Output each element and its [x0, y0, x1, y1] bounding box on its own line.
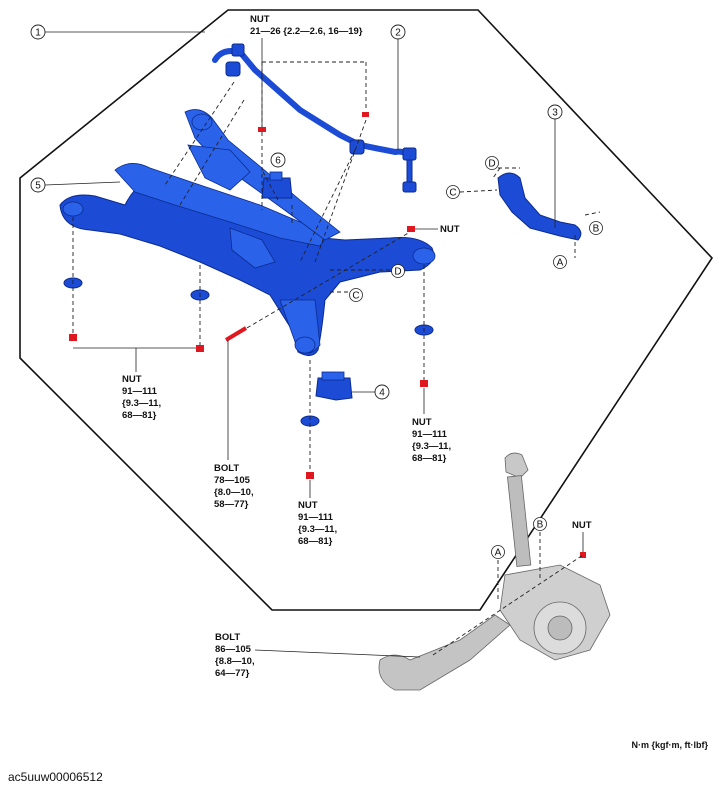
nut-marker: [69, 334, 77, 341]
control-arm-part-3: [497, 172, 582, 241]
svg-text:2: 2: [395, 28, 401, 39]
nut-marker: [407, 226, 415, 232]
svg-text:{8.0—10,: {8.0—10,: [214, 487, 254, 498]
ref-C-frame: C: [352, 291, 359, 302]
ref-A-knuckle: A: [495, 548, 502, 559]
svg-text:NUT: NUT: [298, 500, 318, 511]
ref-A-arm: A: [557, 258, 564, 269]
nut-marker: [258, 127, 266, 132]
svg-text:64—77}: 64—77}: [215, 668, 250, 679]
bolt-marker: [224, 326, 248, 342]
stabilizer-link-part: [402, 147, 417, 193]
bracket-part-6: [261, 171, 293, 199]
callout-4: 4: [352, 384, 390, 400]
bushing-part-4: [315, 371, 353, 401]
torque-nut-right-small: NUT: [415, 224, 460, 235]
crossmember-part: [59, 109, 436, 356]
stabilizer-bar-part: [212, 43, 413, 161]
svg-text:91—111: 91—111: [298, 512, 334, 523]
callout-6: 6: [270, 152, 286, 168]
svg-text:4: 4: [379, 388, 385, 399]
nut-marker: [306, 472, 314, 479]
svg-text:3: 3: [552, 108, 558, 119]
torque-nut-knuckle: NUT: [572, 520, 592, 552]
svg-text:NUT: NUT: [250, 14, 270, 25]
assembly-frame: [19, 9, 714, 611]
torque-nut-center: NUT 91—111 {9.3—11, 68—81}: [298, 480, 337, 547]
callout-2: 2: [390, 24, 406, 150]
ref-D-frame: D: [394, 267, 401, 278]
svg-text:NUT: NUT: [412, 417, 432, 428]
svg-text:68—81}: 68—81}: [298, 536, 333, 547]
svg-text:91—111: 91—111: [122, 386, 158, 397]
svg-text:86—105: 86—105: [215, 644, 252, 655]
knuckle-assembly: [378, 452, 611, 691]
svg-text:BOLT: BOLT: [215, 632, 240, 643]
nut-marker: [362, 112, 369, 117]
nut-marker: [196, 345, 204, 352]
ref-C-arm: C: [449, 188, 456, 199]
ref-B-knuckle: B: [537, 520, 544, 531]
svg-text:78—105: 78—105: [214, 475, 251, 486]
callout-3: 3: [547, 104, 563, 228]
torque-bolt-bottom: BOLT 86—105 {8.8—10, 64—77}: [215, 632, 421, 679]
svg-text:{9.3—11,: {9.3—11,: [298, 524, 337, 535]
nut-marker: [420, 380, 428, 387]
ref-B-arm: B: [593, 224, 600, 235]
mount-washers: [63, 277, 434, 427]
nut-marker: [580, 552, 586, 558]
svg-text:91—111: 91—111: [412, 429, 448, 440]
callout-1: 1: [30, 24, 205, 40]
svg-text:5: 5: [35, 181, 41, 192]
units-note: N·m {kgf·m, ft·lbf}: [632, 740, 709, 750]
svg-text:68—81}: 68—81}: [412, 453, 447, 464]
svg-text:{9.3—11,: {9.3—11,: [412, 441, 451, 452]
svg-text:BOLT: BOLT: [214, 463, 239, 474]
svg-text:{9.3—11,: {9.3—11,: [122, 398, 161, 409]
ref-D-arm: D: [488, 159, 495, 170]
torque-nut-top: NUT 21—26 {2.2—2.6, 16—19}: [250, 14, 363, 127]
callout-1-text: 1: [35, 28, 41, 39]
svg-text:NUT: NUT: [440, 224, 460, 235]
svg-text:6: 6: [275, 156, 281, 167]
torque-bolt-center: BOLT 78—105 {8.0—10, 58—77}: [214, 340, 254, 510]
reference-letters: D C B A D C A B: [349, 156, 603, 559]
svg-text:58—77}: 58—77}: [214, 499, 249, 510]
callout-5: 5: [30, 177, 121, 193]
svg-text:{8.8—10,: {8.8—10,: [215, 656, 255, 667]
svg-text:NUT: NUT: [572, 520, 592, 531]
svg-text:NUT: NUT: [122, 374, 142, 385]
svg-text:68—81}: 68—81}: [122, 410, 157, 421]
figure-id: ac5uuw00006512: [8, 770, 103, 784]
torque-nut-left: NUT 91—111 {9.3—11, 68—81}: [122, 348, 161, 421]
svg-text:21—26 {2.2—2.6, 16—19}: 21—26 {2.2—2.6, 16—19}: [250, 26, 363, 37]
torque-nut-right: NUT 91—111 {9.3—11, 68—81}: [412, 388, 451, 464]
